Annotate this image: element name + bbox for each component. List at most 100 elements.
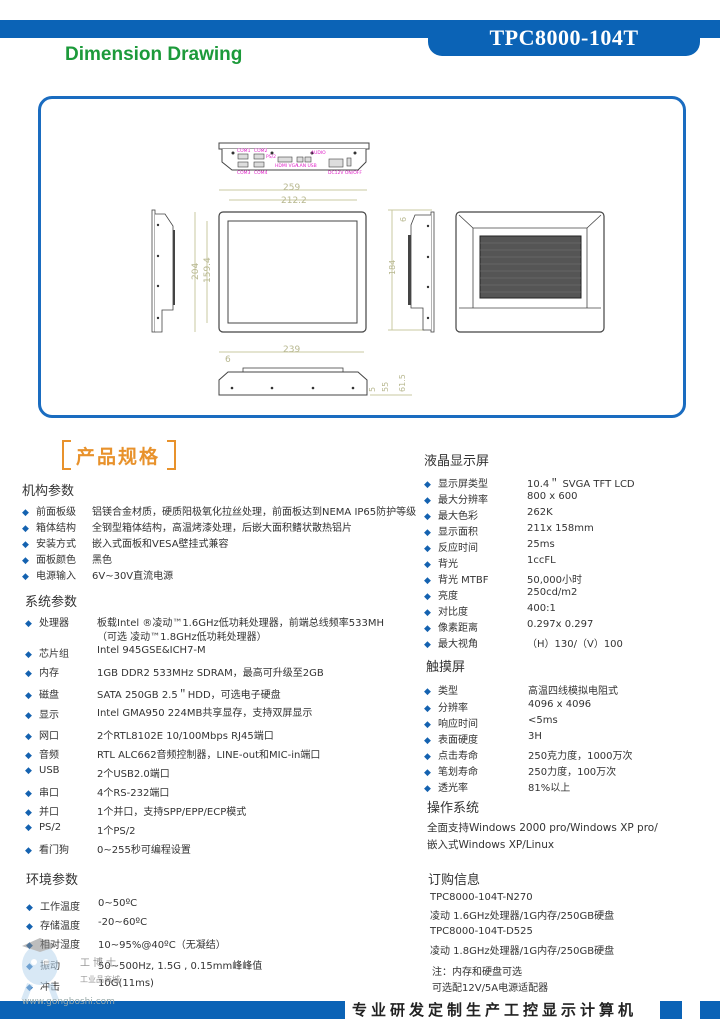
bracket-right <box>167 440 176 470</box>
svg-text:5: 5 <box>368 387 377 392</box>
svg-text:COM3: COM3 <box>237 170 251 176</box>
dimension-drawing-frame <box>38 96 686 418</box>
diamond-icon: ◆ <box>424 608 431 618</box>
footer-bar <box>0 1001 345 1019</box>
diamond-icon: ◆ <box>22 524 29 534</box>
right-side-view-drawing: 184 6 <box>388 209 435 333</box>
spec-heading-text: 产品规格 <box>76 446 161 468</box>
diamond-icon: ◆ <box>424 560 431 570</box>
watermark-sub: 工业品商城 <box>80 975 120 984</box>
spec-row-continued: （可选 凌动™1.8GHz低功耗处理器） <box>97 632 267 643</box>
os-title: 操作系统 <box>427 801 480 816</box>
footer-slogan: 专业研发定制生产工控显示计算机 <box>352 1001 638 1019</box>
order-desc: 凌动 1.6GHz处理器/1G内存/250GB硬盘 <box>430 911 615 922</box>
left-side-view-drawing <box>151 209 175 333</box>
diamond-icon: ◆ <box>25 789 32 799</box>
system-title: 系统参数 <box>25 595 78 610</box>
front-view-drawing: 259 212.2 204 159.4 <box>191 183 367 333</box>
spec-row: ◆处理器板载Intel ®凌动™1.6GHz低功耗处理器，前端总线频率533MH <box>25 618 384 629</box>
footer-square <box>660 1001 682 1019</box>
svg-text:159.4: 159.4 <box>203 257 213 283</box>
diamond-icon: ◆ <box>25 823 32 833</box>
diamond-icon: ◆ <box>424 576 431 586</box>
spec-row: ◆前面板级铝镁合金材质，硬质阳极氧化拉丝处理，前面板达到NEMA IP65防护等… <box>22 507 417 518</box>
diamond-icon: ◆ <box>25 669 32 679</box>
spec-heading: 产品规格 <box>62 440 176 470</box>
spec-row: ◆存储温度-20~60ºC <box>26 917 148 932</box>
diamond-icon: ◆ <box>424 496 431 506</box>
mechanical-title: 机构参数 <box>22 484 75 499</box>
order-note-1: 注：内存和硬盘可选 <box>432 967 522 978</box>
environment-title: 环境参数 <box>26 873 79 888</box>
order-title: 订购信息 <box>428 873 481 888</box>
svg-text:PS/2: PS/2 <box>266 154 276 160</box>
order-desc: 凌动 1.8GHz处理器/1G内存/250GB硬盘 <box>430 946 615 957</box>
order-model: TPC8000-104T-N270 <box>430 892 533 903</box>
diamond-icon: ◆ <box>22 556 29 566</box>
order-model: TPC8000-104T-D525 <box>430 926 533 937</box>
diamond-icon: ◆ <box>424 528 431 538</box>
diamond-icon: ◆ <box>25 691 32 701</box>
diamond-icon: ◆ <box>22 540 29 550</box>
svg-text:COM1: COM1 <box>237 148 251 154</box>
svg-text:DC12V ON/OFF: DC12V ON/OFF <box>328 170 362 176</box>
diamond-icon: ◆ <box>424 640 431 650</box>
watermark-url: www.gongboshi.com <box>22 997 115 1007</box>
spec-row: ◆箱体结构全钢型箱体结构，高温烤漆处理，后嵌大面积鳍状散热铝片 <box>22 523 352 534</box>
diamond-icon: ◆ <box>25 711 32 721</box>
diamond-icon: ◆ <box>424 624 431 634</box>
diamond-icon: ◆ <box>424 720 431 730</box>
svg-text:259: 259 <box>283 183 300 193</box>
spec-row: ◆类型高温四线模拟电阻式 <box>424 686 618 697</box>
svg-text:6: 6 <box>225 355 231 365</box>
lcd-title: 液晶显示屏 <box>424 454 490 469</box>
diamond-icon: ◆ <box>22 508 29 518</box>
dimension-drawing-title: Dimension Drawing <box>65 44 243 65</box>
bottom-view-drawing: 239 6 5 55 61.5 <box>218 345 412 396</box>
diamond-icon: ◆ <box>424 480 431 490</box>
diamond-icon: ◆ <box>424 687 431 697</box>
svg-text:61.5: 61.5 <box>398 374 407 392</box>
footer-square <box>700 1001 720 1019</box>
bracket-left <box>62 440 71 470</box>
diamond-icon: ◆ <box>424 752 431 762</box>
diamond-icon: ◆ <box>25 650 32 660</box>
svg-text:55: 55 <box>381 382 390 392</box>
diamond-icon: ◆ <box>26 922 33 932</box>
svg-text:COM2: COM2 <box>254 148 268 154</box>
diamond-icon: ◆ <box>25 619 32 629</box>
watermark-brand: 工博士 <box>80 958 119 969</box>
svg-text:239: 239 <box>283 345 300 355</box>
spec-row: ◆安装方式嵌入式面板和VESA壁挂式兼容 <box>22 539 229 550</box>
svg-text:COM4: COM4 <box>254 170 268 176</box>
diamond-icon: ◆ <box>26 903 33 913</box>
svg-text:LAN USB: LAN USB <box>297 163 317 169</box>
touch-title: 触摸屏 <box>426 660 466 675</box>
diamond-icon: ◆ <box>424 768 431 778</box>
os-line-1: 全面支持Windows 2000 pro/Windows XP pro/ <box>427 822 658 834</box>
diamond-icon: ◆ <box>424 736 431 746</box>
